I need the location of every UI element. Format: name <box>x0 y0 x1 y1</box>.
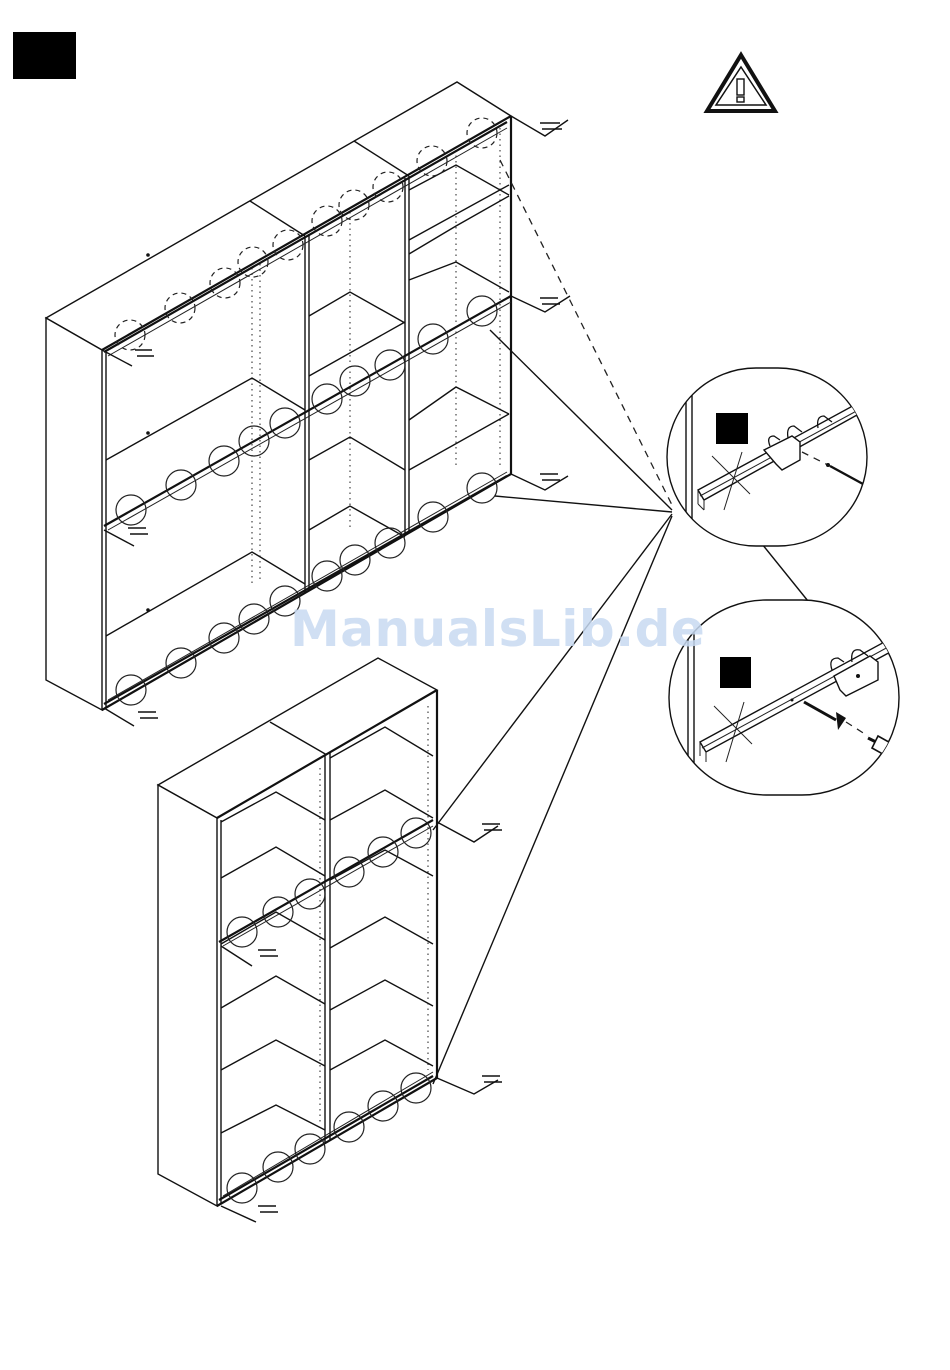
rail-with-pin-detail <box>667 368 874 546</box>
warning-triangle-icon <box>707 55 775 111</box>
small-two-section-shelf <box>158 658 502 1222</box>
black-square-marker <box>720 657 751 688</box>
watermark-text: ManualsLib.de <box>290 600 670 658</box>
black-square-marker <box>716 413 748 444</box>
